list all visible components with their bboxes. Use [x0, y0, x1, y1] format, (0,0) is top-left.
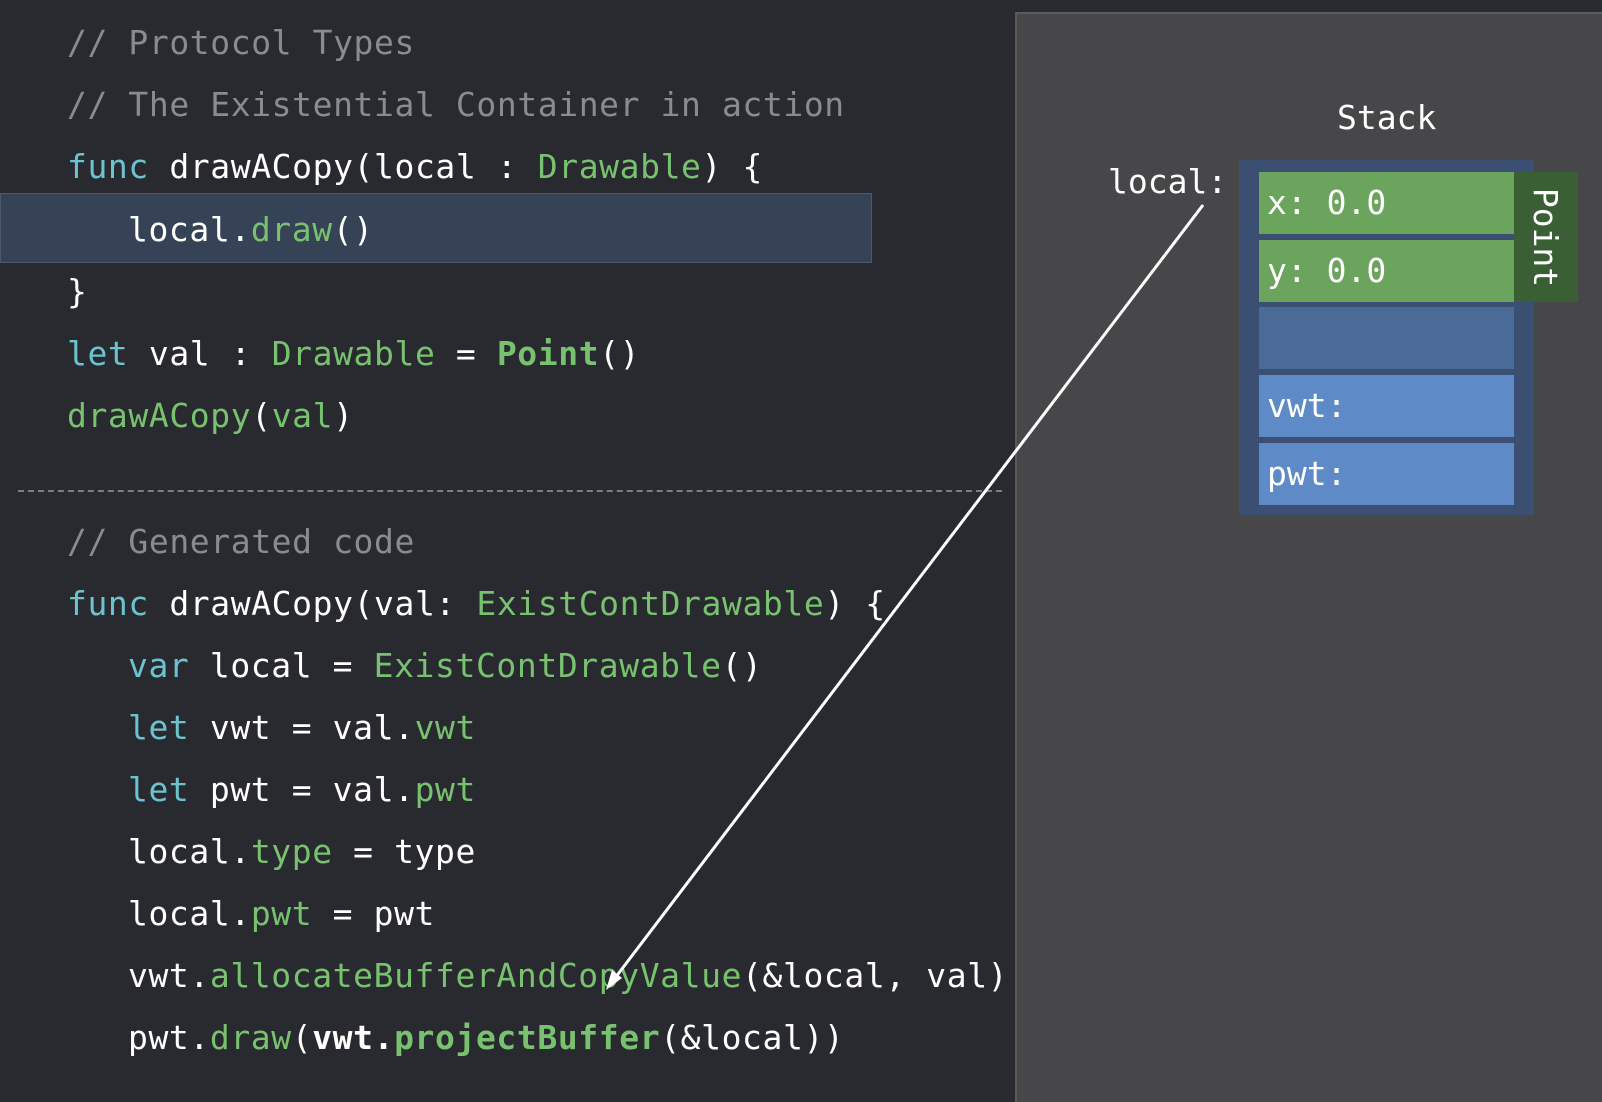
assign-type: = type	[332, 832, 476, 871]
prop-vwt: vwt	[414, 708, 476, 747]
dashed-divider	[18, 490, 1002, 492]
ctor-point: Point	[496, 334, 600, 373]
code-line-let-pwt: let pwt = val.pwt	[128, 768, 476, 812]
paren-open: (	[291, 1018, 313, 1057]
keyword-func: func	[67, 147, 149, 186]
prop-pwt: pwt	[250, 894, 313, 933]
code-line-close-brace: }	[67, 272, 88, 311]
point-label-wrap: Point	[1514, 172, 1578, 302]
paren-open: (	[251, 396, 272, 435]
var-decl: local =	[189, 646, 374, 685]
stack-cell-empty	[1259, 307, 1514, 369]
code-line-func-drawacopy: func drawACopy(local : Drawable) {	[67, 145, 763, 189]
keyword-let: let	[128, 708, 190, 747]
code-line-local-draw: local.draw()	[128, 208, 374, 252]
code-line-allocate-buffer: vwt.allocateBufferAndCopyValue(&local, v…	[128, 954, 1008, 998]
signature-end: ) {	[701, 147, 763, 186]
code-line-let-vwt: let vwt = val.vwt	[128, 706, 476, 750]
arg-val: val	[271, 396, 334, 435]
prop-type: type	[250, 832, 333, 871]
keyword-func: func	[67, 584, 149, 623]
fn-drawacopy: drawACopy	[67, 396, 252, 435]
var-decl: val :	[128, 334, 272, 373]
call-parens: ()	[599, 334, 641, 373]
type-drawable: Drawable	[537, 147, 702, 186]
code-line-local-pwt: local.pwt = pwt	[128, 892, 435, 936]
object-local: local.	[128, 832, 251, 871]
call-args: (&local, val)	[742, 956, 1009, 995]
stack-title: Stack	[1337, 98, 1437, 137]
object-pwt: pwt.	[128, 1018, 210, 1057]
equals: =	[435, 334, 497, 373]
signature-end: ) {	[824, 584, 886, 623]
call-args: (&local))	[660, 1018, 845, 1057]
method-allocate-buffer: allocateBufferAndCopyValue	[209, 956, 743, 995]
point-label: Point	[1526, 187, 1566, 287]
var-decl: pwt = val.	[189, 770, 415, 809]
object-vwt: vwt.	[128, 956, 210, 995]
keyword-var: var	[128, 646, 190, 685]
stack-cell-pwt: pwt:	[1259, 443, 1514, 505]
keyword-let: let	[67, 334, 129, 373]
func-signature: drawACopy(local :	[148, 147, 538, 186]
call-parens: ()	[332, 210, 374, 249]
code-line-var-local: var local = ExistContDrawable()	[128, 644, 763, 688]
code-line-generated-func: func drawACopy(val: ExistContDrawable) {	[67, 582, 886, 626]
stack-cell-x: x: 0.0	[1259, 172, 1514, 234]
type-existcontdrawable: ExistContDrawable	[476, 584, 825, 623]
paren-close: )	[333, 396, 354, 435]
comment-generated-code: // Generated code	[67, 522, 415, 561]
assign-pwt: = pwt	[312, 894, 436, 933]
stack-cell-vwt: vwt:	[1259, 375, 1514, 437]
type-drawable: Drawable	[271, 334, 436, 373]
code-line-local-type: local.type = type	[128, 830, 476, 874]
method-draw: draw	[209, 1018, 292, 1057]
code-line-drawacopy-call: drawACopy(val)	[67, 394, 354, 438]
prop-pwt: pwt	[414, 770, 476, 809]
code-panel: // Protocol Types // The Existential Con…	[0, 23, 1008, 1060]
var-decl: vwt = val.	[189, 708, 415, 747]
keyword-let: let	[128, 770, 190, 809]
call-parens: ()	[721, 646, 763, 685]
code-line-pwt-draw: pwt.draw(vwt.projectBuffer(&local))	[128, 1016, 844, 1060]
type-existcontdrawable: ExistContDrawable	[373, 646, 722, 685]
method-draw: draw	[250, 210, 333, 249]
comment-existential-container: // The Existential Container in action	[67, 85, 845, 124]
object-vwt-bold: vwt.	[312, 1018, 395, 1057]
code-line-let-val: let val : Drawable = Point()	[67, 332, 640, 376]
object-local: local.	[128, 894, 251, 933]
object-local: local.	[128, 210, 251, 249]
local-label: local:	[1108, 162, 1228, 201]
stack-cell-y: y: 0.0	[1259, 240, 1514, 302]
point-tab	[1514, 172, 1578, 302]
comment-protocol-types: // Protocol Types	[67, 23, 415, 62]
method-project-buffer: projectBuffer	[394, 1018, 661, 1057]
func-signature: drawACopy(val:	[148, 584, 477, 623]
